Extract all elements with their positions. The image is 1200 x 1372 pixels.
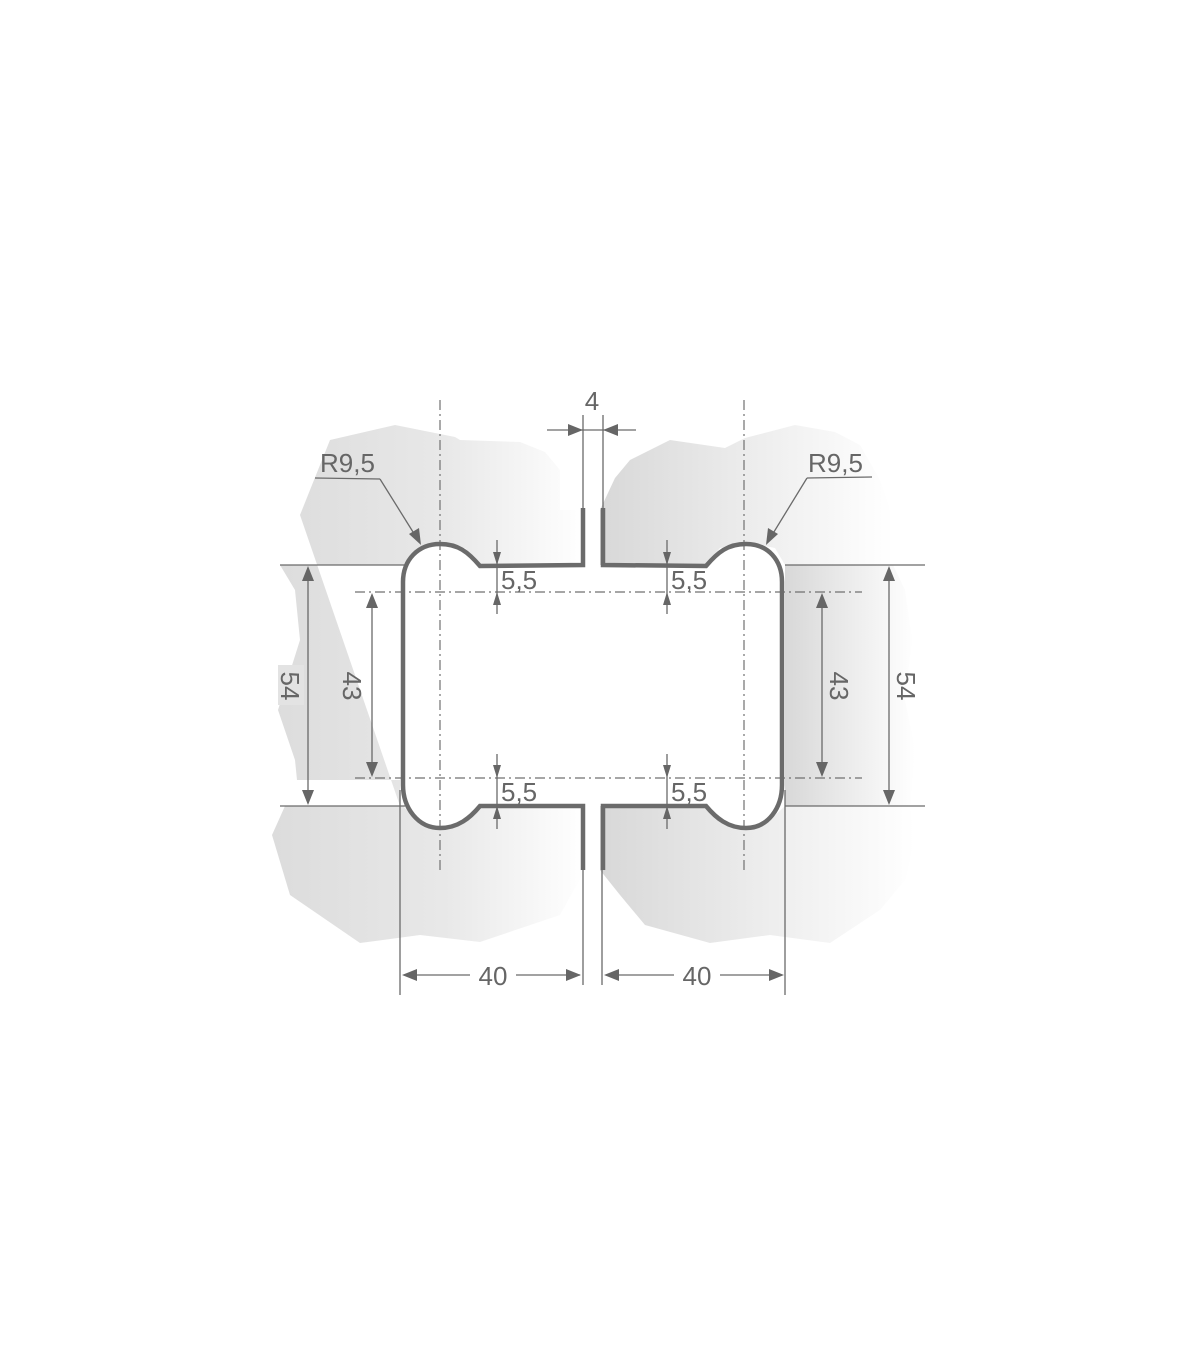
offset-label-bottom-left: 5,5 [501,777,537,807]
dimension-height-inner-right: 43 [816,593,854,777]
dimension-height-inner-left: 43 [337,593,378,777]
wall-section-left [272,425,585,943]
dimension-height-outer-left: 54 [275,566,314,805]
gap-label: 4 [585,386,599,416]
hinge-profile [400,508,785,870]
radius-leader-left: R9,5 [314,448,421,545]
offset-bottom-right: 5,5 [663,754,707,829]
radius-label-right: R9,5 [808,448,863,478]
radius-label-left: R9,5 [320,448,375,478]
offset-label-top-right: 5,5 [671,565,707,595]
wall-section-right [600,425,915,943]
dimension-height-outer-right: 54 [883,566,921,805]
radius-leader-right: R9,5 [766,448,873,545]
dimension-width-right: 40 [604,961,784,991]
width-label-left: 40 [479,961,508,991]
width-label-right: 40 [683,961,712,991]
offset-top-left: 5,5 [493,540,537,614]
height-label-outer-right: 54 [891,672,921,701]
height-label-inner-right: 43 [824,672,854,701]
offset-top-right: 5,5 [663,540,707,614]
offset-bottom-left: 5,5 [493,754,537,829]
height-label-outer-left: 54 [275,672,305,701]
center-lines [355,400,862,872]
offset-label-top-left: 5,5 [501,565,537,595]
extension-lines [280,415,925,995]
dimension-gap: 4 [547,386,636,436]
height-label-inner-left: 43 [337,672,367,701]
dimension-width-left: 40 [402,961,581,991]
offset-label-bottom-right: 5,5 [671,777,707,807]
